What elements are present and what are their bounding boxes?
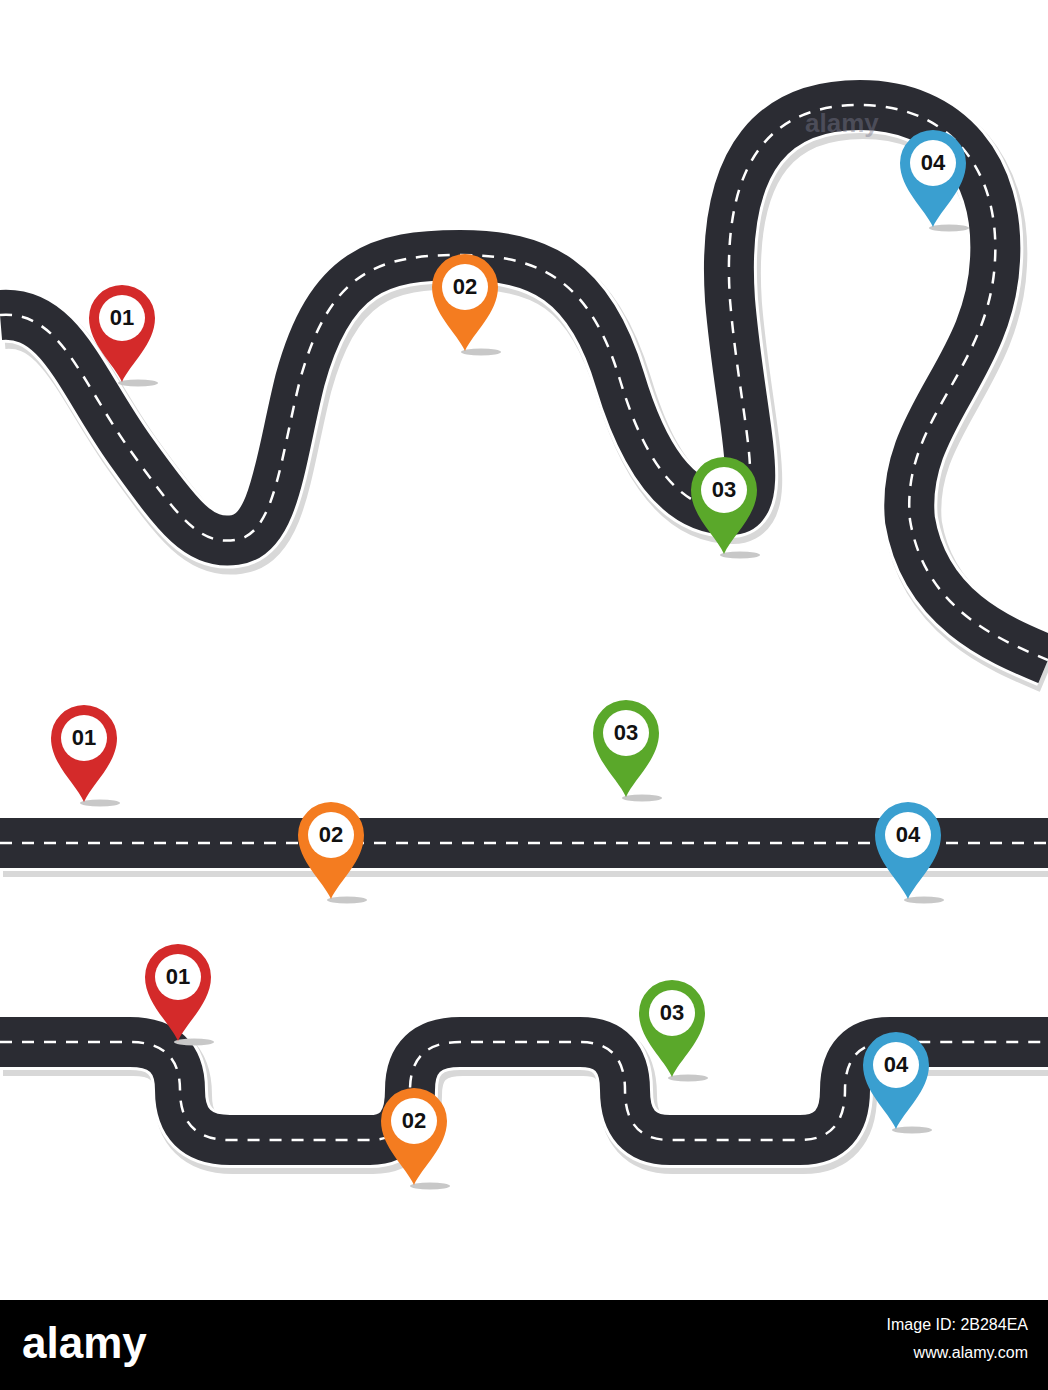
pin-shadow [118, 380, 158, 387]
road-asphalt [0, 105, 1048, 1140]
map-pin: 04 [872, 799, 944, 905]
pin-shape [636, 977, 708, 1083]
pin-shape [590, 697, 662, 803]
step-number: 03 [590, 719, 662, 747]
pin-shape [86, 282, 158, 388]
pin-shadow [904, 897, 944, 904]
map-pin: 03 [636, 977, 708, 1083]
pin-shadow [622, 795, 662, 802]
pin-shadow [668, 1075, 708, 1082]
map-pin: 01 [48, 702, 120, 808]
pin-shadow [720, 552, 760, 559]
road-edges [0, 105, 1048, 1140]
pin-shadow [80, 800, 120, 807]
pin-body [432, 254, 498, 351]
pin-body [381, 1088, 447, 1185]
pin-shape [378, 1085, 450, 1191]
pin-shadow [327, 897, 367, 904]
map-pin: 02 [378, 1085, 450, 1191]
footer-logo: alamy [22, 1318, 147, 1368]
pin-shape [295, 799, 367, 905]
pin-shadow [929, 225, 969, 232]
pin-shape [142, 941, 214, 1047]
road-centerline [0, 105, 1048, 1140]
watermark: alamy [805, 108, 879, 139]
step-number: 03 [636, 999, 708, 1027]
step-number: 04 [860, 1051, 932, 1079]
step-number: 01 [48, 724, 120, 752]
map-pin: 04 [897, 127, 969, 233]
step-number: 04 [872, 821, 944, 849]
pin-shape [860, 1029, 932, 1135]
step-number: 02 [429, 273, 501, 301]
image-id: Image ID: 2B284EA [887, 1316, 1028, 1334]
pin-shadow [892, 1127, 932, 1134]
map-pin: 04 [860, 1029, 932, 1135]
pin-shape [897, 127, 969, 233]
pin-body [900, 130, 966, 227]
map-pin: 02 [429, 251, 501, 357]
step-number: 04 [897, 149, 969, 177]
step-number: 02 [295, 821, 367, 849]
map-pin: 01 [86, 282, 158, 388]
pin-shape [48, 702, 120, 808]
pin-body [691, 457, 757, 554]
pin-shadow [461, 349, 501, 356]
pin-shadow [174, 1039, 214, 1046]
pin-shadow [410, 1183, 450, 1190]
pin-shape [429, 251, 501, 357]
pin-body [145, 944, 211, 1041]
pin-body [298, 802, 364, 899]
pin-body [593, 700, 659, 797]
map-pin: 03 [590, 697, 662, 803]
pin-body [639, 980, 705, 1077]
map-pin: 03 [688, 454, 760, 560]
step-number: 01 [86, 304, 158, 332]
pin-body [51, 705, 117, 802]
pin-shape [872, 799, 944, 905]
step-number: 01 [142, 963, 214, 991]
pin-shape [688, 454, 760, 560]
pin-body [875, 802, 941, 899]
footer-url: www.alamy.com [914, 1344, 1028, 1362]
map-pin: 02 [295, 799, 367, 905]
pin-body [89, 285, 155, 382]
pin-body [863, 1032, 929, 1129]
map-pin: 01 [142, 941, 214, 1047]
step-number: 03 [688, 476, 760, 504]
step-number: 02 [378, 1107, 450, 1135]
footer-bar [0, 1300, 1048, 1390]
